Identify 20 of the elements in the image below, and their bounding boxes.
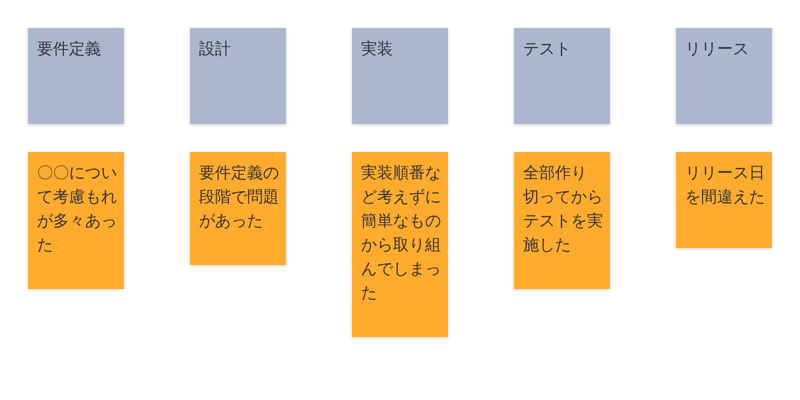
sticky-note	[28, 28, 124, 124]
note-text: 実装順番など考えずに簡単なものから取り組んでしまった	[361, 162, 442, 304]
sticky-note	[514, 152, 610, 289]
sticky-note	[676, 152, 772, 248]
sticky-note	[352, 28, 448, 124]
sticky-note	[352, 152, 448, 337]
note-text: 要件定義	[37, 38, 102, 60]
note-text: 要件定義の段階で問題があった	[199, 162, 280, 232]
note-text: 全部作り切ってからテストを実施した	[523, 162, 604, 256]
note-text: 実装	[361, 38, 394, 60]
sticky-note	[190, 152, 286, 265]
sticky-note	[514, 28, 610, 124]
sticky-note	[190, 28, 286, 124]
note-text: 〇〇について考慮もれが多々あった	[37, 162, 118, 256]
note-text: 設計	[199, 38, 232, 60]
note-text: リリース	[685, 38, 750, 60]
note-text: テスト	[523, 38, 572, 60]
note-text: リリース日を間違えた	[685, 162, 766, 208]
sticky-note	[28, 152, 124, 289]
sticky-note	[676, 28, 772, 124]
